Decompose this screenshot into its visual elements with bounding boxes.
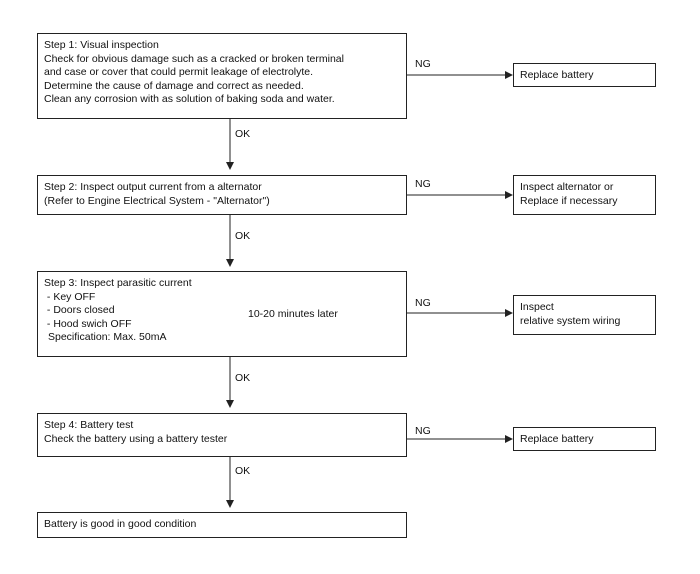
step1-line-0: Step 1: Visual inspection [44, 39, 159, 51]
step1-line-4: Clean any corrosion with as solution of … [44, 93, 335, 105]
ok-arrowhead-1 [226, 162, 234, 170]
step4-ng-result-line-0: Replace battery [520, 433, 594, 445]
step1-ok-label: OK [235, 128, 251, 140]
ok-arrowhead-2 [226, 259, 234, 267]
step2-line-1: (Refer to Engine Electrical System - "Al… [44, 194, 270, 207]
step2-box: Step 2: Inspect output current from a al… [37, 175, 407, 215]
step3-box: Step 3: Inspect parasitic current - Key … [37, 271, 407, 357]
ng-arrowhead-4 [505, 435, 513, 443]
step3-spec: Specification: Max. 50mA [48, 331, 167, 343]
step3-item-2: - Hood swich OFF [44, 317, 132, 330]
step3-ng-result-box: Inspect relative system wiring [513, 295, 656, 335]
step4-line-1: Check the battery using a battery tester [44, 432, 228, 445]
step2-line-0: Step 2: Inspect output current from a al… [44, 181, 262, 193]
step3-ng-label: NG [415, 297, 431, 309]
step4-line-0: Step 4: Battery test [44, 419, 134, 431]
step2-ng-result-line-1: Replace if necessary [520, 194, 618, 207]
ok-arrowhead-3 [226, 400, 234, 408]
ng-arrowhead-3 [505, 309, 513, 317]
step1-ng-result-line-0: Replace battery [520, 69, 594, 81]
step4-ok-label: OK [235, 465, 251, 477]
ok-arrowhead-4 [226, 500, 234, 508]
step3-item-1: - Doors closed [44, 304, 115, 316]
step2-ok-label: OK [235, 230, 251, 242]
step2-ng-label: NG [415, 178, 431, 190]
step3-ok-label: OK [235, 372, 251, 384]
step3-ng-result-line-1: relative system wiring [520, 314, 621, 327]
final-text: Battery is good in good condition [44, 518, 197, 530]
step2-ng-result-line-0: Inspect alternator or [520, 181, 614, 193]
step3-item-0: - Key OFF [44, 290, 96, 303]
ng-arrowhead-2 [505, 191, 513, 199]
final-box: Battery is good in good condition [37, 512, 407, 538]
step1-line-2: and case or cover that could permit leak… [44, 66, 314, 78]
step4-box: Step 4: Battery test Check the battery u… [37, 413, 407, 457]
step1-ng-result-box: Replace battery [513, 63, 656, 87]
step3-ng-result-line-0: Inspect [520, 301, 554, 313]
step3-title: Step 3: Inspect parasitic current [44, 277, 192, 289]
step1-ng-label: NG [415, 58, 431, 70]
step1-box: Step 1: Visual inspection Check for obvi… [37, 33, 407, 119]
step2-ng-result-box: Inspect alternator or Replace if necessa… [513, 175, 656, 215]
step4-ng-label: NG [415, 425, 431, 437]
step1-line-3: Determine the cause of damage and correc… [44, 79, 304, 92]
step4-ng-result-box: Replace battery [513, 427, 656, 451]
step1-line-1: Check for obvious damage such as a crack… [44, 52, 344, 65]
ng-arrowhead-1 [505, 71, 513, 79]
step3-bracket-note: 10-20 minutes later [248, 308, 338, 320]
